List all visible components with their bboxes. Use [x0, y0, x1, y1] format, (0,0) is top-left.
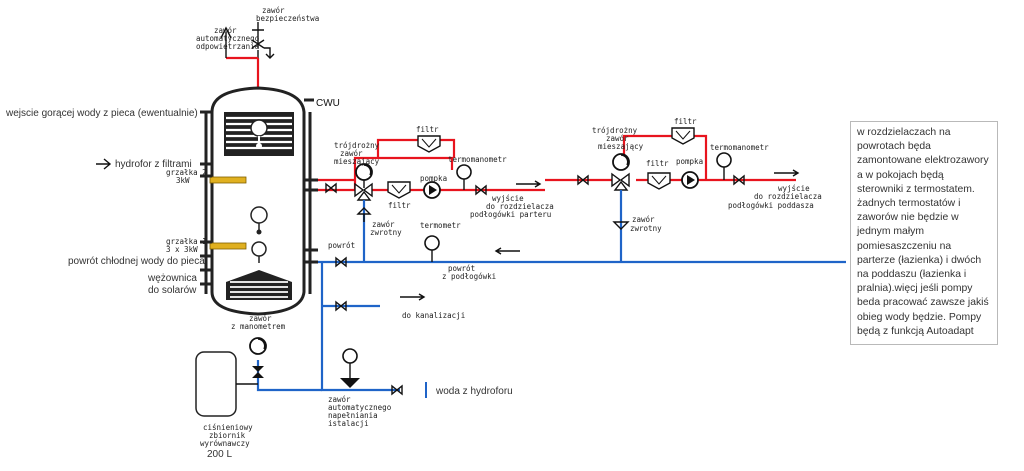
valve-icon: [475, 184, 487, 196]
filter-2-label: filtr: [646, 159, 669, 168]
check-valve-2: [612, 221, 630, 230]
auto-vent-label-2: automatycznego: [196, 34, 260, 43]
pump-1: [423, 181, 441, 199]
mix2-label-1: trójdrożny: [592, 126, 638, 135]
pump-2: [681, 171, 699, 189]
filter-2: [647, 172, 671, 190]
cwu-label: CWU: [316, 98, 340, 109]
filter-bottom-1-label: filtr: [388, 201, 411, 210]
annotation-note: w rozdzielaczach na powrotach będa zamon…: [850, 121, 998, 345]
valve-icon: [325, 182, 337, 194]
boiler: [200, 86, 318, 316]
pump-1-label: pompka: [420, 174, 447, 183]
valve-icon: [733, 174, 745, 186]
mix1-label-1: trójdrożny: [334, 141, 380, 150]
bypass-loop-1: [353, 138, 456, 190]
auto-vent-label-3: odpowietrzania: [196, 42, 259, 51]
heater1-label-1: grzałka 1: [166, 237, 207, 246]
to-sewer-label: do kanalizacji: [402, 311, 465, 320]
expansion-tank: [195, 351, 258, 417]
valve-manometer-label-1: zawór: [249, 314, 272, 323]
solar-coil: [226, 270, 292, 300]
mix2-label-3: mieszający: [598, 142, 644, 151]
check-valve-1-label-1: zawór: [372, 220, 395, 229]
auto-fill-label-1: zawór: [328, 395, 351, 404]
auto-fill-label-3: napełniania: [328, 411, 378, 420]
check-valve-2-label-2: zwrotny: [630, 224, 662, 233]
heater1-label-2: 3 x 3kW: [166, 245, 198, 254]
termomanometr-2: [716, 152, 732, 180]
water-hydrofor-label: woda z hydroforu: [435, 386, 513, 397]
three-way-mixer-2: [611, 153, 630, 191]
termomanometr-1-label: termomanometr: [448, 155, 507, 164]
valve-icon: [391, 384, 403, 396]
termomanometr-2-label: termomanometr: [710, 143, 769, 152]
mix1-label-3: mieszający: [334, 157, 380, 166]
coil-solar-label-1: wężownica: [147, 273, 197, 284]
heater-1: [209, 242, 247, 250]
check-valve-1-label-2: zwrotny: [370, 228, 402, 237]
auto-vent: [220, 26, 258, 60]
mix2-label-2: zawór: [606, 134, 629, 143]
auto-vent-label-1: zawór: [214, 26, 237, 35]
outlet-attic-label-3: podłogówki poddasza: [728, 201, 814, 210]
drain-arrow-icon: [400, 293, 426, 301]
filter-bottom-1: [387, 181, 411, 199]
mix1-label-2: zawór: [340, 149, 363, 158]
auto-fill-label-4: istalacji: [328, 419, 369, 428]
tank-label-4: 200 L: [207, 449, 232, 460]
boiler-thermometer: [250, 206, 268, 235]
auto-fill-valve: [340, 348, 360, 388]
flow-arrow-icon: [516, 180, 542, 188]
filter-top-1: [417, 135, 441, 153]
hydrofor-filter-label: hydrofor z filtrami: [115, 159, 192, 170]
termometr: [424, 235, 440, 262]
outlet-ground-label-3: podłogówki parteru: [470, 210, 551, 219]
tank-pipe: [256, 360, 322, 392]
boiler-gauge-bottom: [251, 241, 267, 263]
bypass-loop-2: [622, 134, 708, 180]
filter-top-2-label: filtr: [674, 117, 697, 126]
pump-2-label: pompka: [676, 157, 703, 166]
hot-water-inlet-label: wejscie gorącej wody z pieca (ewentualni…: [5, 108, 198, 119]
coil-solar-label-2: do solarów: [148, 285, 197, 296]
heater2-label-1: grzałka 2: [166, 168, 207, 177]
return-floor-label-1: powrót: [448, 264, 475, 273]
auto-fill-label-2: automatycznego: [328, 403, 392, 412]
valve-manometer-label-2: z manometrem: [231, 322, 286, 331]
return-riser: [320, 262, 400, 392]
check-valve-1: [356, 207, 372, 222]
tank-label-2: zbiornik: [209, 431, 246, 440]
three-way-mixer-1: [354, 163, 373, 201]
outlet-attic-label-2: do rozdzielacza: [754, 192, 822, 201]
valve-icon: [335, 256, 347, 268]
filter-top-1-label: filtr: [416, 125, 439, 134]
termomanometr-1: [456, 164, 472, 190]
heater2-label-2: 3kW: [176, 176, 190, 185]
tank-label-1: ciśnieniowy: [203, 423, 253, 432]
safety-valve-label-1: zawór: [262, 6, 285, 15]
cwu-coil: [224, 112, 294, 156]
flow-arrow-icon: [774, 169, 800, 177]
drain-valve: [335, 300, 347, 312]
return-small-label: powrót: [328, 241, 355, 250]
hydrofor-arrow-icon: [96, 158, 112, 170]
tank-label-3: wyrównawczy: [200, 439, 250, 448]
outlet-attic-label-1: wyjście: [778, 184, 810, 193]
tank-manometer: [249, 337, 267, 378]
outlet-ground-label-2: do rozdzielacza: [486, 202, 554, 211]
termometr-label: termometr: [420, 221, 461, 230]
heater-2: [209, 176, 247, 184]
check-valve-2-label-1: zawór: [632, 215, 655, 224]
return-arrow-icon: [494, 247, 520, 255]
return-floor-label-2: z podłogówki: [442, 272, 496, 281]
safety-valve-label-2: bezpieczeństwa: [256, 14, 319, 23]
valve-icon: [577, 174, 589, 186]
filter-top-2: [671, 127, 695, 145]
return-cold-label: powrót chłodnej wody do pieca: [68, 256, 205, 267]
outlet-ground-label-1: wyjście: [492, 194, 524, 203]
